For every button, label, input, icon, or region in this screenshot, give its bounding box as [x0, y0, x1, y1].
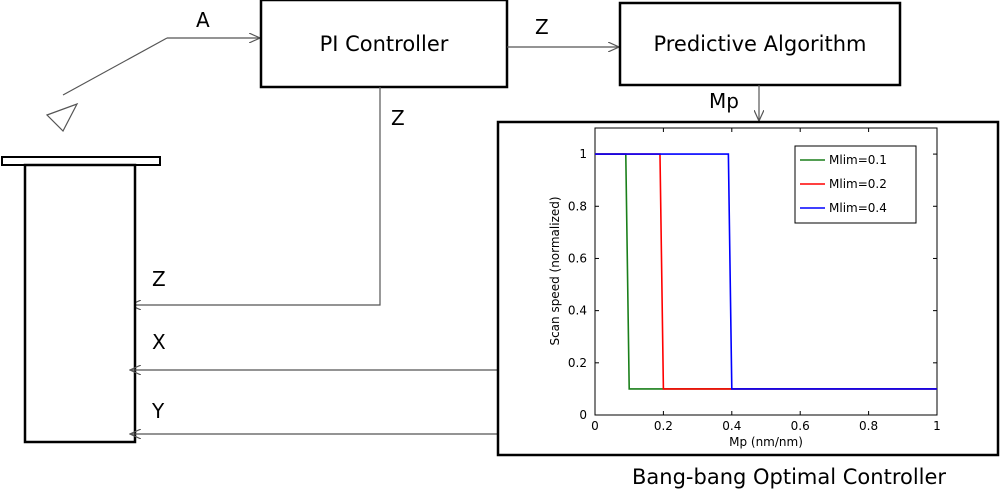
y-tick-label: 0.8 [568, 199, 587, 213]
y-tick-label: 0.6 [568, 251, 587, 265]
legend-entry-2: Mlim=0.2 [829, 177, 887, 191]
signal-mp-label: Mp [709, 89, 739, 113]
signal-z-down-label: Z [391, 106, 405, 130]
pi-controller-block: PI Controller [259, 0, 509, 89]
signal-y-label: Y [151, 399, 165, 423]
optimal-controller-caption: Bang-bang Optimal Controller [632, 465, 946, 489]
pi-controller-label: PI Controller [320, 32, 449, 56]
legend-entry-3: Mlim=0.4 [829, 201, 887, 215]
x-tick-label: 1 [933, 419, 941, 433]
signal-z-top-label: Z [535, 15, 549, 39]
y-axis-label: Scan speed (normalized) [548, 196, 562, 345]
predictive-algorithm-block: Predictive Algorithm [618, 1, 902, 87]
chart-series [595, 153, 937, 390]
legend-entry-1: Mlim=0.1 [829, 153, 887, 167]
cantilever-probe [45, 37, 168, 133]
y-tick-label: 0 [579, 408, 587, 422]
x-tick-label: 0.6 [791, 419, 810, 433]
y-tick-label: 0.4 [568, 304, 587, 318]
x-axis-label: Mp (nm/nm) [729, 435, 803, 449]
x-tick-label: 0.2 [654, 419, 673, 433]
series-line-3 [595, 153, 937, 390]
signal-z-scanner-label: Z [152, 267, 166, 291]
signal-x-label: X [152, 330, 166, 354]
x-tick-label: 0 [591, 419, 599, 433]
axis-ticks: 0 0.2 0.4 0.6 0.8 1 0 0.2 0.4 0.6 0.8 1 [568, 128, 941, 433]
x-tick-label: 0.8 [859, 419, 878, 433]
piezo-scanner [1, 156, 161, 444]
y-tick-label: 1 [579, 147, 587, 161]
x-tick-label: 0.4 [722, 419, 741, 433]
scanner-body [23, 163, 137, 444]
predictive-algorithm-label: Predictive Algorithm [653, 32, 866, 56]
y-tick-label: 0.2 [568, 356, 587, 370]
signal-z-feedback-arrow [130, 87, 381, 305]
probe-tip-icon [45, 102, 79, 133]
signal-a-label: A [196, 8, 210, 32]
